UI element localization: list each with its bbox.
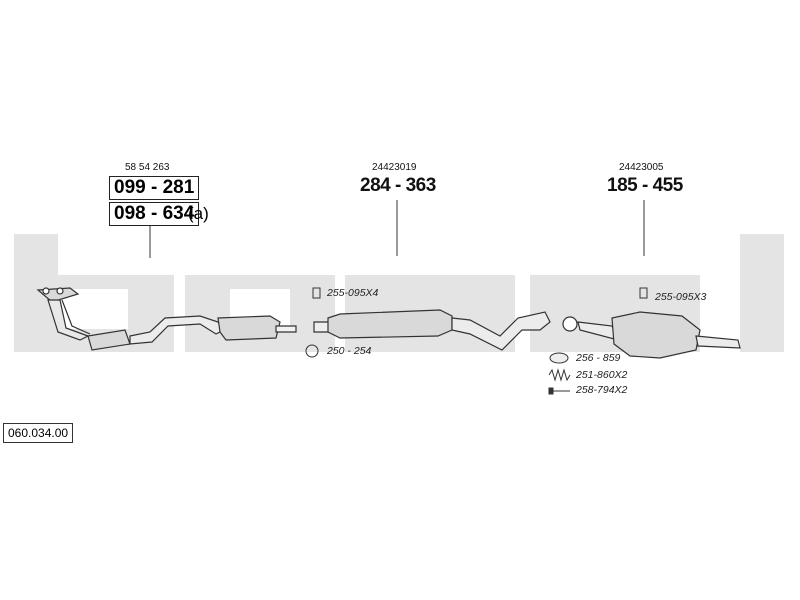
- clamp-ring-icon: [305, 344, 319, 358]
- accessory-label-6[interactable]: 258-794X2: [576, 384, 628, 396]
- accessory-label-1[interactable]: 255-095X4: [327, 287, 379, 299]
- diagram-code-label: 060.034.00: [3, 423, 74, 443]
- part-number-middle[interactable]: 284 - 363: [360, 175, 436, 196]
- middle-pipe-part: [313, 309, 551, 351]
- part-number-box-front-1[interactable]: 099 - 281: [109, 176, 200, 200]
- accessory-label-3[interactable]: 255-095X3: [655, 291, 707, 303]
- clamp-icon: [639, 287, 648, 299]
- part-number-box-front-2[interactable]: 098 - 634: [109, 202, 200, 226]
- bolt-icon: [548, 387, 570, 395]
- spring-icon: [548, 368, 571, 382]
- front-pipe-part: [36, 287, 297, 351]
- rear-silencer-part: [562, 311, 741, 359]
- accessory-label-5[interactable]: 251-860X2: [576, 369, 628, 381]
- oe-number-rear: 24423005: [619, 162, 664, 173]
- clamp-icon: [312, 287, 321, 299]
- oe-number-front: 58 54 263: [125, 162, 170, 173]
- gasket-icon: [549, 352, 569, 364]
- part-suffix-a: (a): [188, 204, 209, 223]
- oe-number-middle: 24423019: [372, 162, 417, 173]
- accessory-label-2[interactable]: 250 - 254: [327, 345, 372, 357]
- accessory-label-4[interactable]: 256 - 859: [576, 352, 621, 364]
- part-number-rear[interactable]: 185 - 455: [607, 175, 683, 196]
